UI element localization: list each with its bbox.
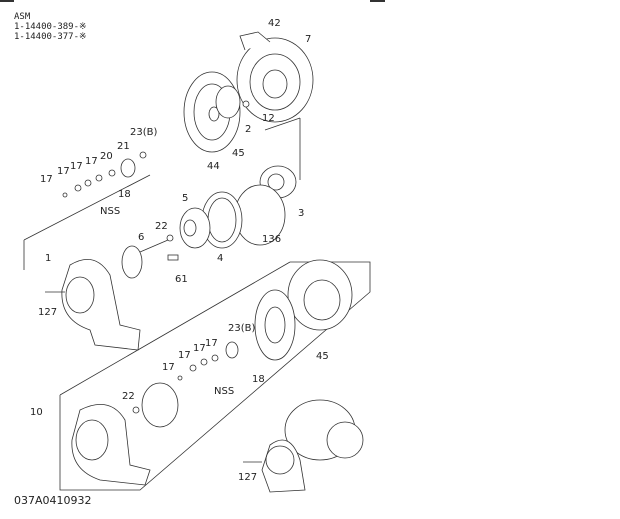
compressor-housing bbox=[236, 31, 314, 123]
part-label-15: 5 bbox=[182, 193, 188, 204]
turbine-shaft bbox=[121, 239, 179, 279]
part-label-31: NSS bbox=[214, 386, 234, 397]
assembled-turbo bbox=[243, 399, 364, 493]
part-label-4: 23(B) bbox=[130, 127, 157, 138]
header-part-number-2: 1-14400-377-※ bbox=[14, 32, 87, 42]
part-label-14: NSS bbox=[100, 206, 120, 217]
compressor-wheel bbox=[215, 85, 250, 119]
drawing-code: 037A0410932 bbox=[14, 494, 92, 507]
part-label-32: 22 bbox=[122, 391, 135, 402]
seal-parts-upper bbox=[62, 151, 147, 198]
center-housing bbox=[234, 165, 297, 246]
part-label-22: 61 bbox=[175, 274, 188, 285]
header-part-number-1: 1-14400-389-※ bbox=[14, 22, 87, 32]
part-label-0: 42 bbox=[268, 18, 281, 29]
part-labels: 42712223(B)212017171717454418NSS52263136… bbox=[30, 18, 329, 483]
assembled-turbo-exploded bbox=[71, 259, 353, 486]
part-label-30: 18 bbox=[252, 374, 265, 385]
part-label-3: 2 bbox=[245, 124, 251, 135]
part-label-17: 6 bbox=[138, 232, 144, 243]
heat-shield bbox=[166, 207, 211, 249]
part-label-6: 20 bbox=[100, 151, 113, 162]
part-label-8: 17 bbox=[70, 161, 83, 172]
part-label-21: 1 bbox=[45, 253, 51, 264]
assembly-frame bbox=[59, 261, 371, 491]
part-label-28: 17 bbox=[162, 362, 175, 373]
part-label-18: 3 bbox=[298, 208, 304, 219]
header-asm: ASM bbox=[14, 12, 31, 22]
part-label-20: 4 bbox=[217, 253, 223, 264]
part-label-34: 127 bbox=[238, 472, 257, 483]
part-label-27: 17 bbox=[178, 350, 191, 361]
part-label-26: 17 bbox=[193, 343, 206, 354]
part-label-33: 10 bbox=[30, 407, 43, 418]
part-label-9: 17 bbox=[57, 166, 70, 177]
part-label-16: 22 bbox=[155, 221, 168, 232]
part-label-7: 17 bbox=[85, 156, 98, 167]
part-label-12: 44 bbox=[207, 161, 220, 172]
part-label-11: 45 bbox=[232, 148, 245, 159]
part-label-13: 18 bbox=[118, 189, 131, 200]
part-label-2: 12 bbox=[262, 113, 275, 124]
part-label-25: 17 bbox=[205, 338, 218, 349]
part-label-29: 45 bbox=[316, 351, 329, 362]
part-label-19: 136 bbox=[262, 234, 281, 245]
part-label-1: 7 bbox=[305, 34, 311, 45]
part-label-24: 23(B) bbox=[228, 323, 255, 334]
part-label-23: 127 bbox=[38, 307, 57, 318]
part-label-10: 17 bbox=[40, 174, 53, 185]
assembly-header: ASM 1-14400-389-※ 1-14400-377-※ bbox=[14, 12, 87, 42]
part-label-5: 21 bbox=[117, 141, 130, 152]
